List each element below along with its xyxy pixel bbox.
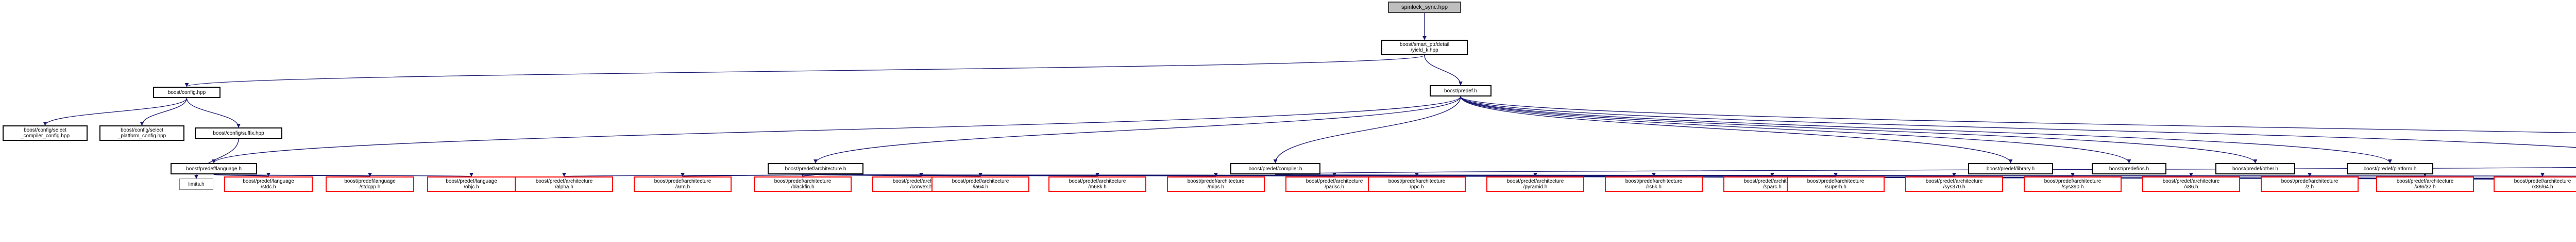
graph-edge [1460,96,2576,134]
graph-node[interactable]: boost/predef/architecture /ppc.h [1368,176,1466,192]
graph-node[interactable]: boost/predef/architecture.h [768,163,863,174]
graph-edge [1424,55,1463,86]
graph-node[interactable]: boost/predef/architecture /x86/32.h [2376,176,2474,192]
graph-node[interactable]: boost/predef/os.h [2092,163,2166,174]
graph-node[interactable]: boost/config/select _platform_config.hpp [99,125,184,141]
graph-node[interactable]: boost/predef/other.h [2215,163,2295,174]
graph-edge [1460,96,2392,164]
graph-node[interactable]: boost/predef/architecture /blackfin.h [754,176,852,192]
graph-edge [1273,96,1461,164]
graph-node[interactable]: boost/predef/architecture /z.h [2261,176,2359,192]
graph-node[interactable]: boost/smart_ptr/detail /yield_k.hpp [1381,40,1468,55]
graph-node[interactable]: boost/predef/architecture /m68k.h [1048,176,1146,192]
graph-node[interactable]: boost/predef/architecture /x86.h [2142,176,2240,192]
graph-node[interactable]: boost/predef/architecture /rs6k.h [1605,176,1703,192]
graph-node[interactable]: boost/predef/architecture /x86/64.h [2494,176,2576,192]
graph-edge [1460,96,2013,164]
graph-node[interactable]: boost/predef/language /objc.h [427,176,516,192]
graph-node[interactable]: boost/predef/architecture /sys370.h [1905,176,2003,192]
graph-edge [185,55,1425,87]
graph-node[interactable]: boost/predef/compiler.h [1230,163,1320,174]
graph-node-root[interactable]: spinlock_sync.hpp [1388,2,1461,13]
graph-node[interactable]: boost/predef/platform.h [2347,163,2433,174]
graph-edge [1460,96,2131,164]
graph-node[interactable]: boost/predef/language /stdcpp.h [326,176,414,192]
graph-edge [43,98,188,126]
graph-node[interactable]: boost/config/suffix.hpp [195,127,282,139]
graph-node[interactable]: boost/predef/architecture /arm.h [634,176,732,192]
graph-node[interactable]: boost/predef/language /stdc.h [224,176,313,192]
graph-node[interactable]: boost/predef/architecture /sys390.h [2024,176,2122,192]
graph-edge [186,98,241,128]
graph-node[interactable]: boost/predef/architecture /superh.h [1787,176,1885,192]
graph-node[interactable]: boost/config.hpp [153,87,221,98]
graph-edge [814,96,1461,164]
graph-node[interactable]: limits.h [179,179,213,190]
graph-node[interactable]: boost/predef/library.h [1968,163,2053,174]
graph-node[interactable]: boost/config/select _compiler_config.hpp [3,125,88,141]
graph-edge [1460,96,2258,164]
graph-edge [140,98,188,126]
graph-node[interactable]: boost/predef/architecture /pyramid.h [1486,176,1584,192]
graph-node[interactable]: boost/predef/architecture /alpha.h [515,176,613,192]
graph-node[interactable]: boost/predef/architecture /mips.h [1167,176,1265,192]
graph-edge [1460,96,2576,148]
graph-node[interactable]: boost/predef.h [1430,85,1492,96]
graph-node[interactable]: boost/predef/architecture /ia64.h [931,176,1029,192]
graph-node[interactable]: boost/predef/language.h [171,163,257,174]
graph-edge [212,96,1461,164]
